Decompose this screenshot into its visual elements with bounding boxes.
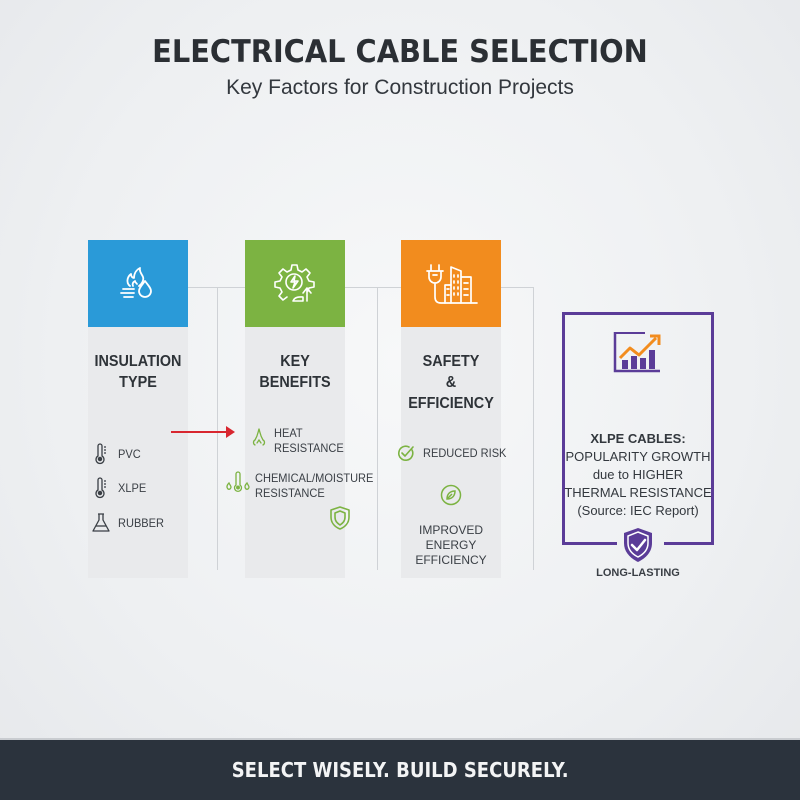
- connector-line: [377, 287, 378, 570]
- arrow-head: [226, 426, 235, 438]
- connector-line: [344, 287, 402, 288]
- safety-efficiency-column: SAFETY & EFFICIENCY: [401, 240, 501, 578]
- arrow-connector: [171, 431, 227, 433]
- insulation-header: [88, 240, 188, 327]
- footer-banner: SELECT WISELY. BUILD SECURELY.: [0, 738, 800, 800]
- thermometer-icon: [94, 443, 108, 465]
- connector-line: [533, 287, 534, 570]
- leaf-circle-icon: [440, 484, 462, 506]
- callout-text: XLPE CABLES: POPULARITY GROWTH due to HI…: [564, 431, 712, 518]
- page-title: ELECTRICAL CABLE SELECTION: [152, 34, 648, 70]
- callout-border: [664, 542, 714, 545]
- list-item-xlpe: XLPE: [94, 477, 149, 499]
- insulation-title: INSULATION TYPE: [94, 353, 182, 391]
- long-lasting-label: LONG-LASTING: [596, 567, 680, 579]
- insulation-type-column: INSULATION TYPE: [88, 240, 188, 578]
- fire-water-icon: [114, 260, 162, 308]
- check-circle-icon: [397, 444, 415, 462]
- callout-border: [562, 542, 617, 545]
- list-item-reduced-risk: REDUCED RISK: [397, 444, 514, 462]
- list-item-pvc: PVC: [94, 443, 143, 465]
- footer-tagline: SELECT WISELY. BUILD SECURELY.: [231, 758, 569, 782]
- list-item-rubber: RUBBER: [92, 513, 168, 533]
- connector-line: [186, 287, 246, 288]
- benefits-header: [245, 240, 345, 327]
- growth-chart-icon: [612, 330, 664, 374]
- heat-icon: [252, 428, 266, 446]
- safety-title: SAFETY & EFFICIENCY: [408, 353, 494, 412]
- drops-thermometer-icon: [225, 471, 251, 493]
- plug-building-icon: [421, 259, 481, 309]
- list-item-heat-resistance: HEAT RESISTANCE: [252, 426, 350, 456]
- benefits-title: KEY BENEFITS: [259, 353, 331, 391]
- flask-icon: [92, 513, 110, 533]
- thermometer-icon: [94, 477, 108, 499]
- gear-bolt-growth-icon: [270, 259, 320, 309]
- shield-check-icon: [622, 527, 654, 563]
- list-item-improved-energy-efficiency: IMPROVED ENERGY EFFICIENCY: [415, 523, 487, 567]
- list-item-chemical-moisture-resistance: CHEMICAL/MOISTURE RESISTANCE: [225, 471, 384, 501]
- page-subtitle: Key Factors for Construction Projects: [226, 76, 574, 99]
- connector-line: [500, 287, 534, 288]
- xlpe-callout-box: [562, 312, 714, 545]
- safety-header: [401, 240, 501, 327]
- shield-icon: [329, 505, 351, 531]
- key-benefits-column: KEY BENEFITS: [245, 240, 345, 578]
- connector-line: [217, 287, 218, 570]
